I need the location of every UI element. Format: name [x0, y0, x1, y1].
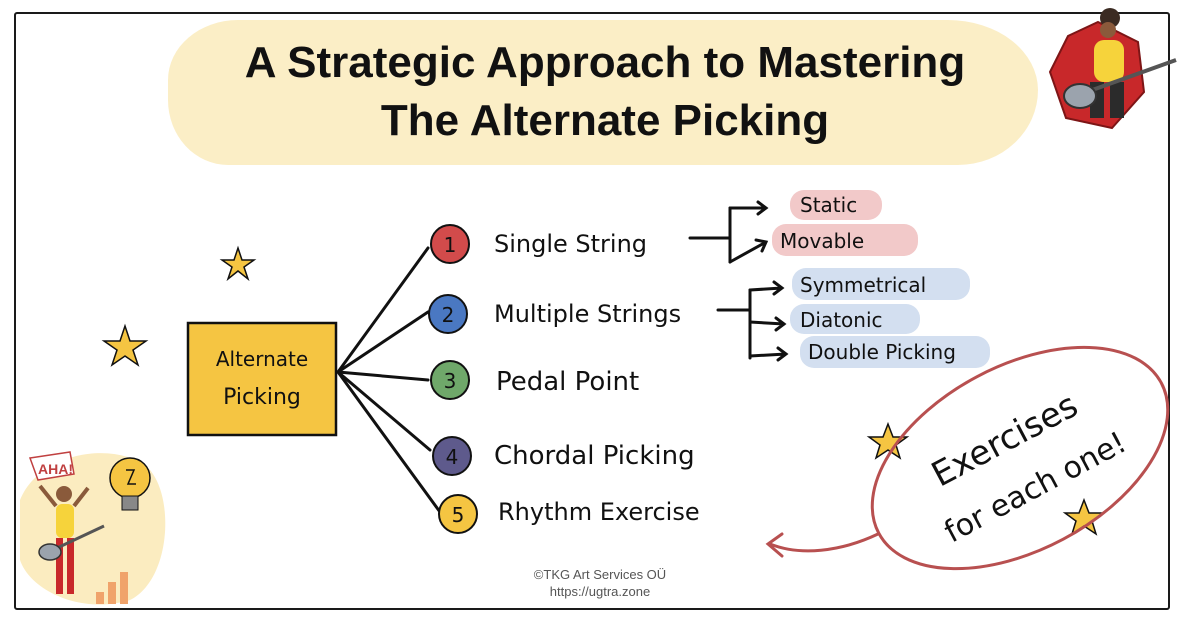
sub-highlight	[772, 224, 918, 256]
branch-label: Pedal Point	[496, 367, 639, 397]
guitarist-icon	[38, 484, 105, 594]
branch-2-sub-connectors	[716, 280, 789, 362]
sub-highlight	[790, 304, 920, 334]
guitarist-badge-icon	[1048, 8, 1177, 130]
credit-line-2: https://ugtra.zone	[549, 584, 651, 599]
lightbulb-icon	[109, 457, 151, 511]
branch-label: Chordal Picking	[494, 441, 695, 471]
branch-number: 5	[452, 503, 465, 527]
branch-4: 4 Chordal Picking	[432, 436, 695, 476]
page-frame	[14, 12, 1170, 610]
center-node-line-1: Alternate	[216, 347, 308, 371]
sub-diatonic: Diatonic	[800, 308, 883, 332]
branch-3: 3 Pedal Point	[430, 360, 639, 400]
sub-highlight	[800, 336, 990, 368]
branch-label: Single String	[494, 230, 647, 258]
branch-label: Rhythm Exercise	[498, 498, 700, 526]
branch-number: 4	[446, 445, 459, 469]
branch-number: 2	[442, 303, 455, 327]
page-title: A Strategic Approach to Mastering The Al…	[160, 34, 1050, 150]
branch-number: 3	[444, 369, 457, 393]
sub-movable: Movable	[780, 229, 864, 253]
aha-label: AHA!	[38, 461, 73, 477]
sub-double-picking: Double Picking	[808, 340, 956, 364]
title-line-1: A Strategic Approach to Mastering	[244, 38, 966, 87]
branch-2: 2 Multiple Strings	[428, 294, 681, 334]
title-line-2: The Alternate Picking	[380, 96, 830, 145]
credit: ©TKG Art Services OÜ https://ugtra.zone	[450, 566, 750, 600]
title-highlight	[168, 20, 1038, 165]
center-node-line-2: Picking	[223, 385, 301, 410]
branch-connectors	[336, 246, 442, 514]
branch-label: Multiple Strings	[494, 300, 681, 328]
sub-static: Static	[800, 193, 857, 217]
star-icon	[866, 421, 910, 460]
aha-illustration: AHA!	[20, 451, 166, 605]
sub-highlight	[792, 268, 970, 300]
sub-symmetrical: Symmetrical	[800, 273, 926, 297]
credit-line-1: ©TKG Art Services OÜ	[533, 567, 667, 582]
branch-number: 1	[444, 233, 457, 257]
star-icon	[101, 323, 149, 367]
branch-5: 5 Rhythm Exercise	[438, 494, 700, 534]
sub-highlight	[790, 190, 882, 220]
star-icon	[219, 245, 257, 282]
center-node: Alternate Picking	[186, 321, 338, 437]
branch-1-sub-connectors	[688, 200, 769, 264]
branch-1: 1 Single String	[430, 224, 647, 264]
